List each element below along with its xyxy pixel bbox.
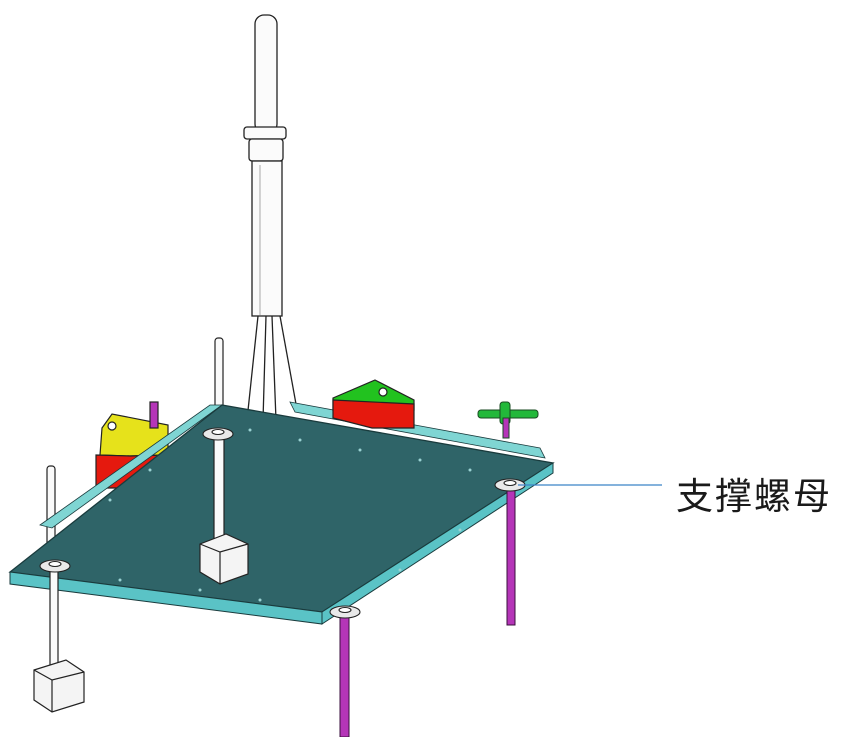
t-handle <box>477 401 539 439</box>
support-nuts <box>39 427 526 619</box>
base-plate <box>8 401 555 625</box>
right-clamp-block <box>332 379 415 429</box>
center-mast <box>243 14 297 421</box>
callout-label: 支撑螺母 <box>676 475 832 518</box>
